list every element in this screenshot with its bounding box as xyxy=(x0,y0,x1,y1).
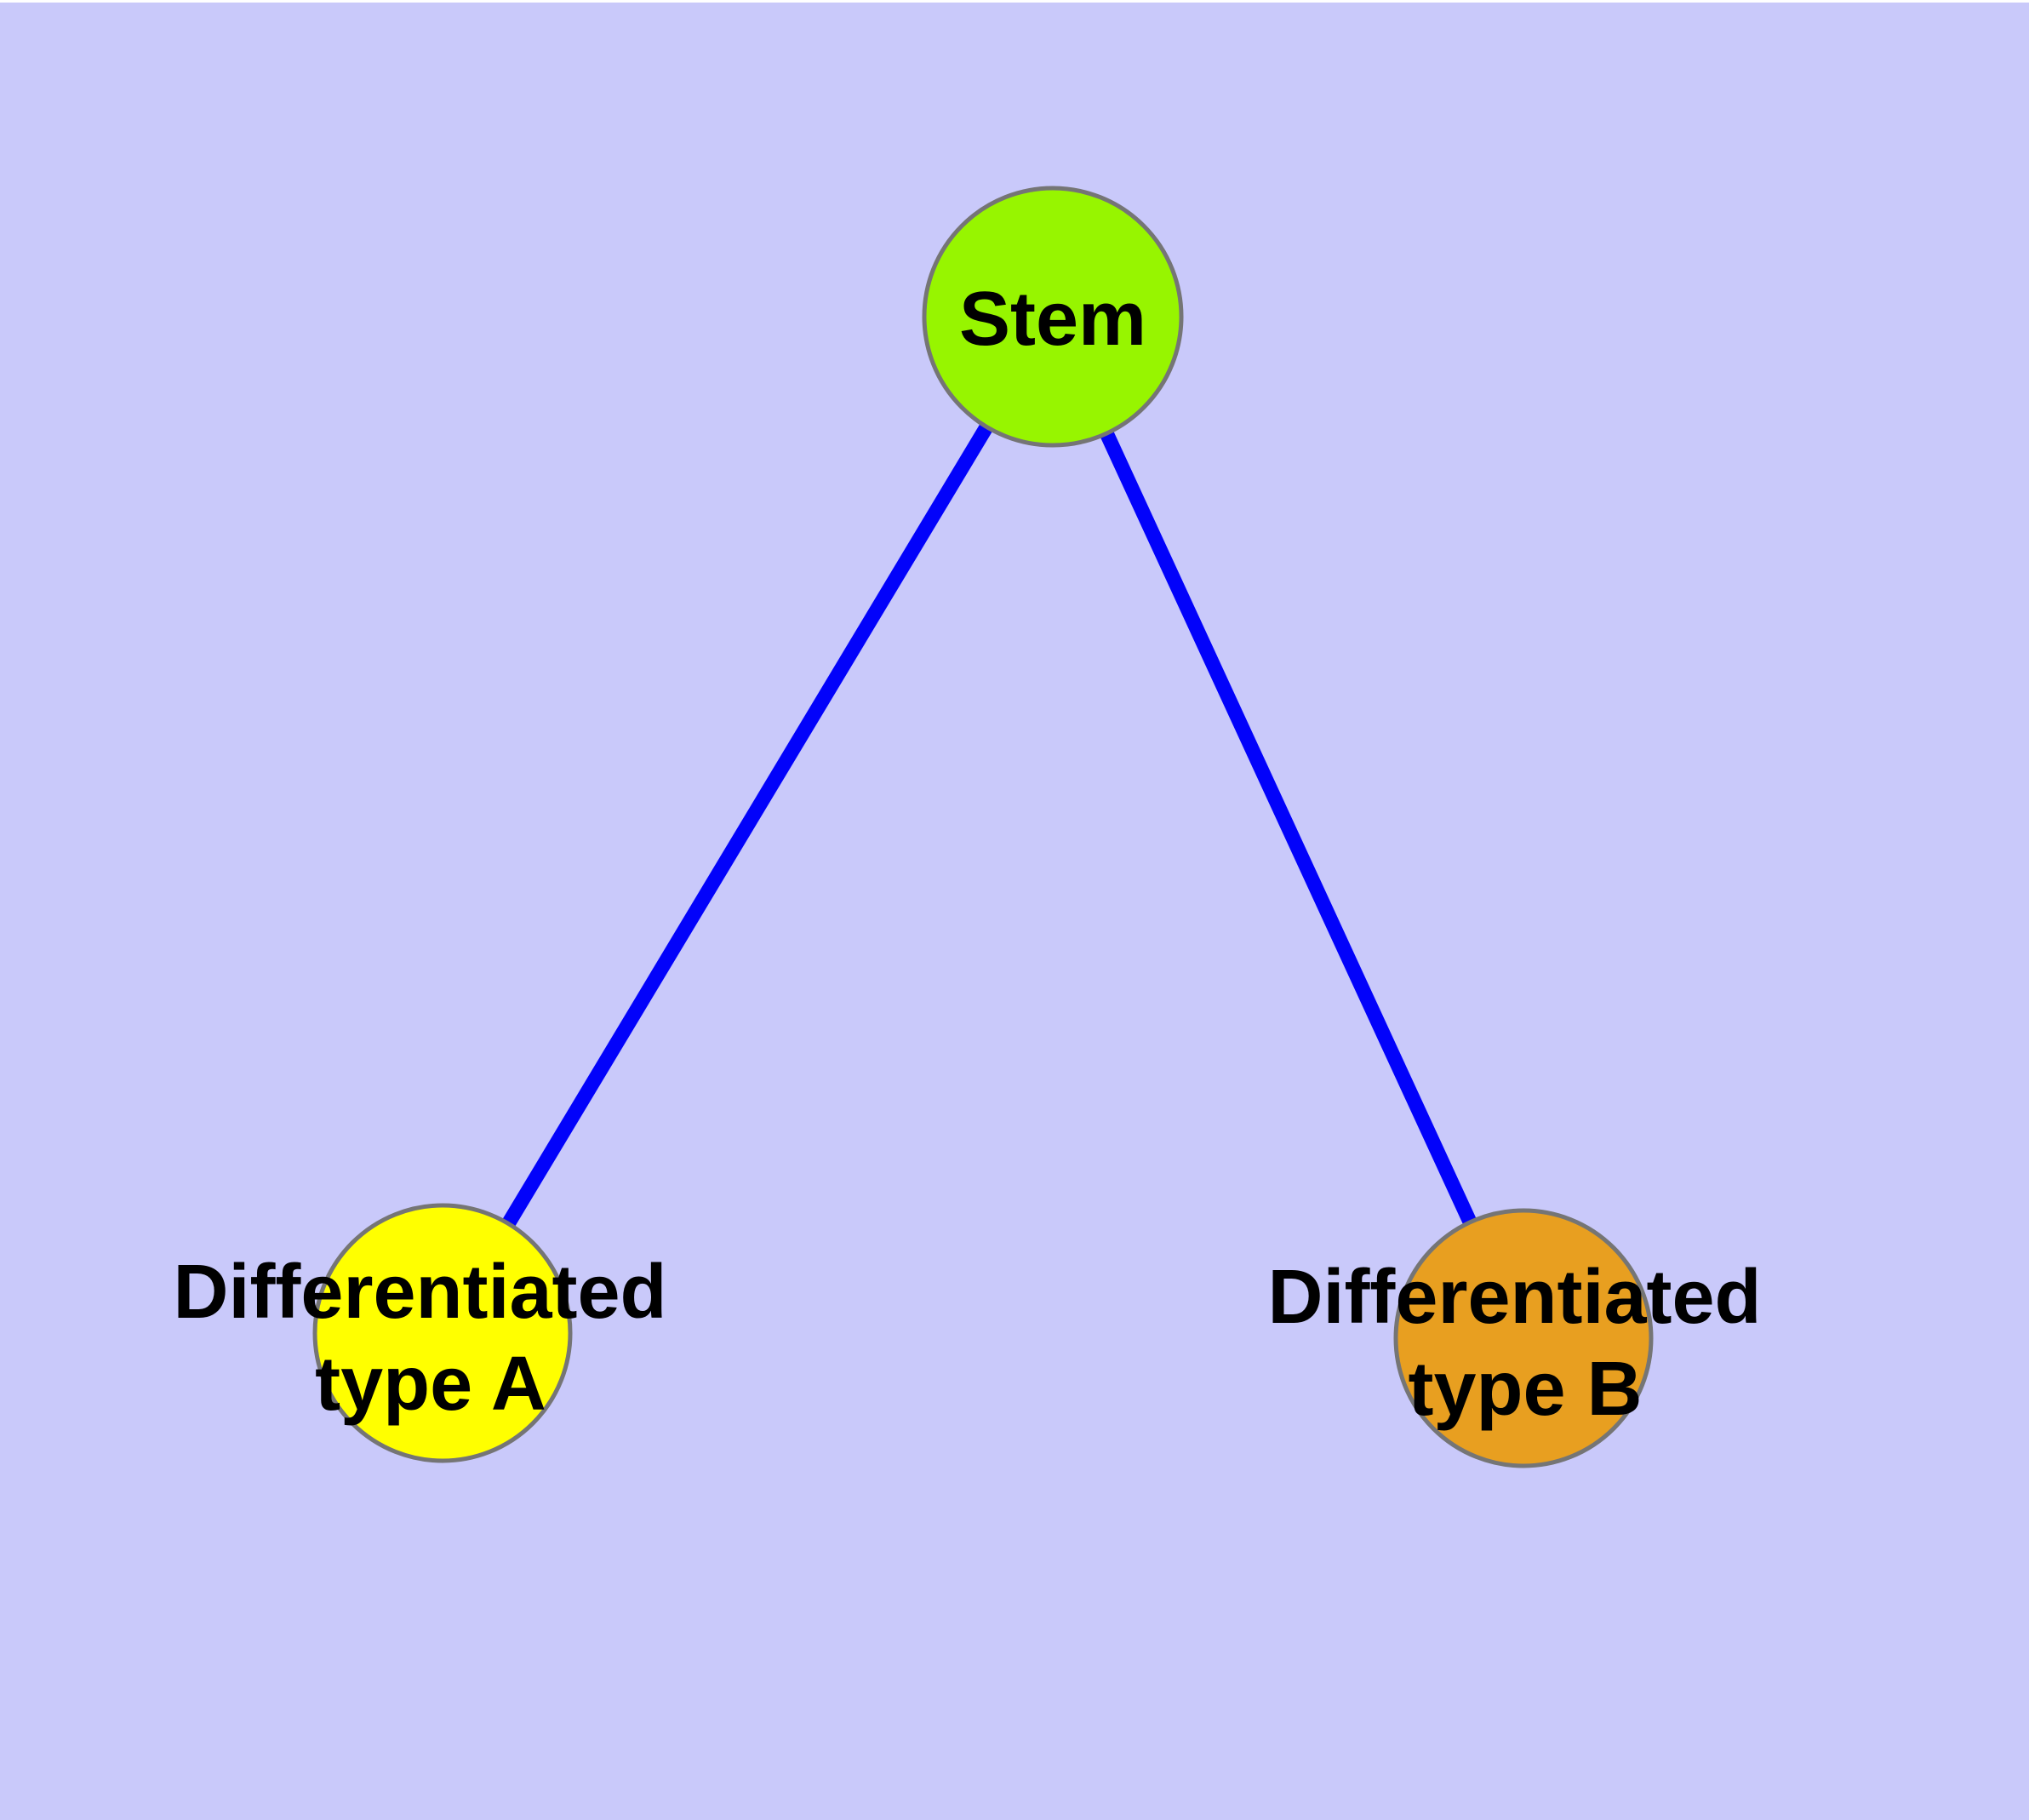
node-stem-circle xyxy=(922,186,1184,448)
edge-stem-to-type-b-line xyxy=(1046,313,1530,1342)
top-strip xyxy=(0,0,2029,3)
node-type-a-circle xyxy=(312,1203,573,1463)
node-type-a-label-line2: type A xyxy=(315,1342,546,1427)
edge-stem-to-type-a-line xyxy=(436,312,1060,1337)
node-type-b-circle xyxy=(1393,1208,1654,1468)
node-type-b-label: Differentiated type B xyxy=(1267,1255,1782,1432)
node-stem-label: Stem xyxy=(959,277,1146,362)
node-type-a-label-line1: Differentiated xyxy=(173,1250,666,1335)
node-type-a-label: Differentiated type A xyxy=(173,1250,688,1427)
node-type-b-label-line1: Differentiated xyxy=(1267,1255,1761,1340)
node-type-b-label-line2: type B xyxy=(1408,1347,1642,1432)
